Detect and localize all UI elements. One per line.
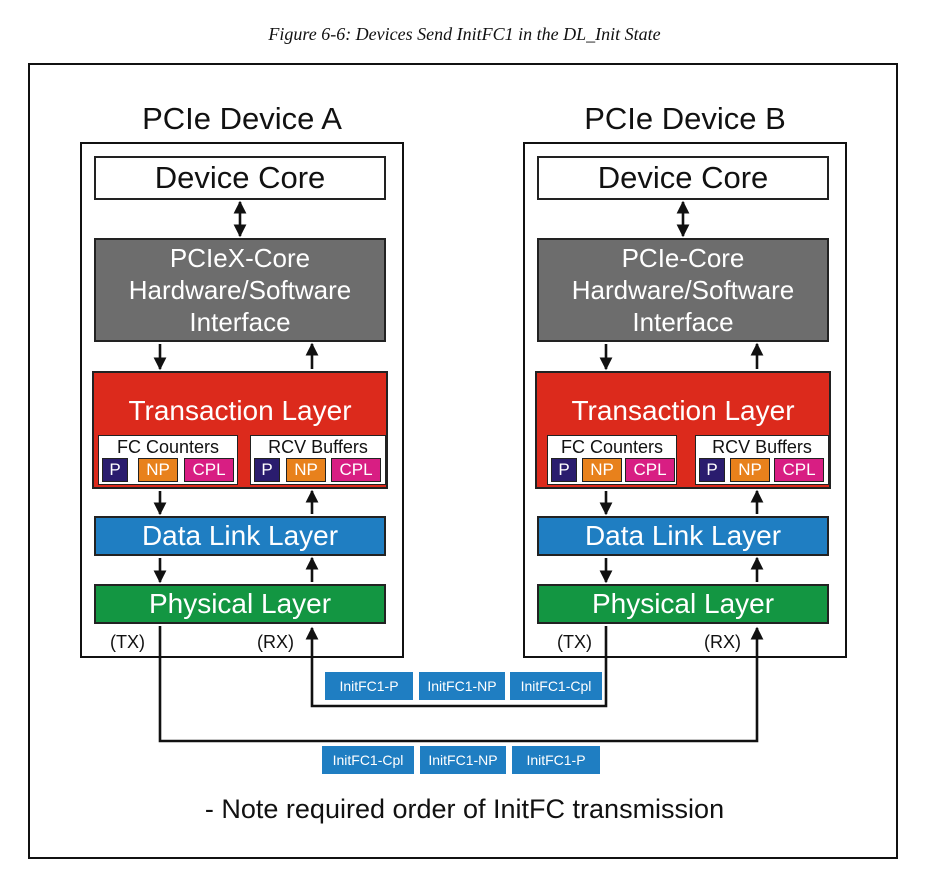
device-b-transaction-label: Transaction Layer [571, 395, 795, 426]
device-b-data-link-layer: Data Link Layer [537, 516, 829, 556]
lower-packet-1: InitFC1-Cpl [322, 746, 414, 774]
device-a-tx-label: (TX) [110, 632, 145, 652]
device-a-fc-counters: FC Counters P NP CPL [98, 435, 238, 485]
upper-packet-1: InitFC1-P [325, 672, 413, 700]
device-a-rcv-buffers: RCV Buffers P NP CPL [250, 435, 386, 485]
device-b-fc-chip-cpl: CPL [625, 458, 675, 482]
device-a-title: PCIe Device A [142, 101, 342, 136]
diagram-frame [28, 63, 898, 859]
device-a-interface-line-2: Hardware/Software [128, 275, 352, 305]
device-b-core: Device Core [537, 156, 829, 200]
device-b-title: PCIe Device B [584, 101, 786, 136]
device-a-interface-line-3: Interface [189, 307, 291, 337]
device-a-rcv-buffers-label: RCV Buffers [268, 437, 368, 457]
device-b-fc-counters-label: FC Counters [560, 437, 664, 457]
figure-caption: Figure 6-6: Devices Send InitFC1 in the … [268, 24, 661, 44]
device-a-transaction-layer: Transaction Layer FC Counters P NP CPL R… [92, 371, 388, 489]
upper-packet-3: InitFC1-Cpl [510, 672, 602, 700]
device-a-interface-line-1: PCIeX-Core [169, 243, 311, 273]
device-a-rcv-chip-np: NP [286, 458, 326, 482]
link-a-tx-to-b-rx [158, 626, 764, 743]
upper-packet-2: InitFC1-NP [419, 672, 505, 700]
device-a-rcv-chip-cpl: CPL [331, 458, 381, 482]
device-a-fc-chip-np: NP [138, 458, 178, 482]
device-b-interface-line-2: Hardware/Software [571, 275, 795, 305]
device-b-interface: PCIe-Core Hardware/Software Interface [537, 238, 829, 342]
lower-packet-2: InitFC1-NP [420, 746, 506, 774]
device-b-rcv-buffers: RCV Buffers P NP CPL [695, 435, 829, 485]
device-b-rcv-chip-p: P [699, 458, 725, 482]
device-a-fc-counters-label: FC Counters [116, 437, 220, 457]
device-b-rx-label: (RX) [704, 632, 741, 652]
device-b-interface-line-1: PCIe-Core [621, 243, 745, 273]
device-b-fc-counters: FC Counters P NP CPL [547, 435, 677, 485]
device-a-core: Device Core [94, 156, 386, 200]
device-a-data-link-layer: Data Link Layer [94, 516, 386, 556]
device-a-physical-layer: Physical Layer [94, 584, 386, 624]
device-b-rcv-chip-cpl: CPL [774, 458, 824, 482]
lower-packet-3: InitFC1-P [512, 746, 600, 774]
device-a-rx-label: (RX) [257, 632, 294, 652]
device-a-fc-chip-p: P [102, 458, 128, 482]
device-a-rcv-chip-p: P [254, 458, 280, 482]
device-b-rcv-chip-np: NP [730, 458, 770, 482]
device-b-rcv-buffers-label: RCV Buffers [712, 437, 812, 457]
device-b-interface-line-3: Interface [632, 307, 734, 337]
device-a-fc-chip-cpl: CPL [184, 458, 234, 482]
device-a-transaction-label: Transaction Layer [128, 395, 352, 426]
device-b-transaction-layer: Transaction Layer FC Counters P NP CPL R… [535, 371, 831, 489]
device-a-interface: PCIeX-Core Hardware/Software Interface [94, 238, 386, 342]
ordering-note: - Note required order of InitFC transmis… [204, 794, 725, 824]
link-b-tx-to-a-rx [305, 626, 608, 708]
device-b-physical-layer: Physical Layer [537, 584, 829, 624]
device-b-tx-label: (TX) [557, 632, 592, 652]
device-b-fc-chip-p: P [551, 458, 577, 482]
device-b-fc-chip-np: NP [582, 458, 622, 482]
